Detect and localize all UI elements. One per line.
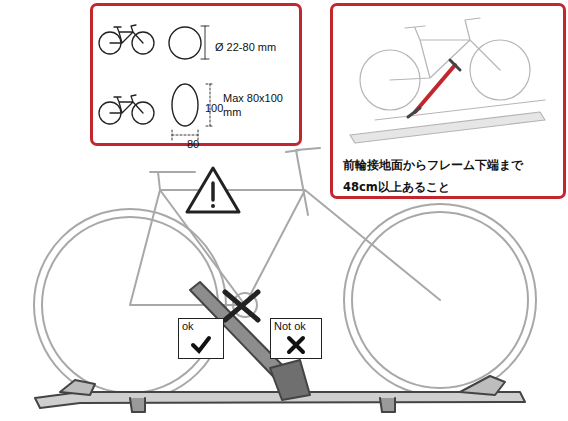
label-text: 前輪接地面からフレーム下端まで 48cm以上あること — [343, 155, 548, 199]
label-text: 80 — [187, 138, 199, 152]
check-mark — [190, 335, 212, 355]
label-text: Not ok — [271, 319, 321, 334]
label-text: Ø 22-80 mm — [215, 41, 276, 55]
note-panel: 前輪接地面からフレーム下端まで 48cm以上あること — [330, 3, 566, 199]
ok-tag: ok — [178, 318, 224, 359]
label-text: Max 80x100 mm — [223, 92, 283, 120]
cross-mark — [285, 335, 307, 355]
spec-panel: Ø 22-80 mmMax 80x100 mm10080 — [90, 3, 302, 146]
label-text: ok — [179, 319, 223, 334]
not-ok-tag: Not ok — [270, 318, 322, 359]
label-text: 100 — [205, 102, 223, 116]
